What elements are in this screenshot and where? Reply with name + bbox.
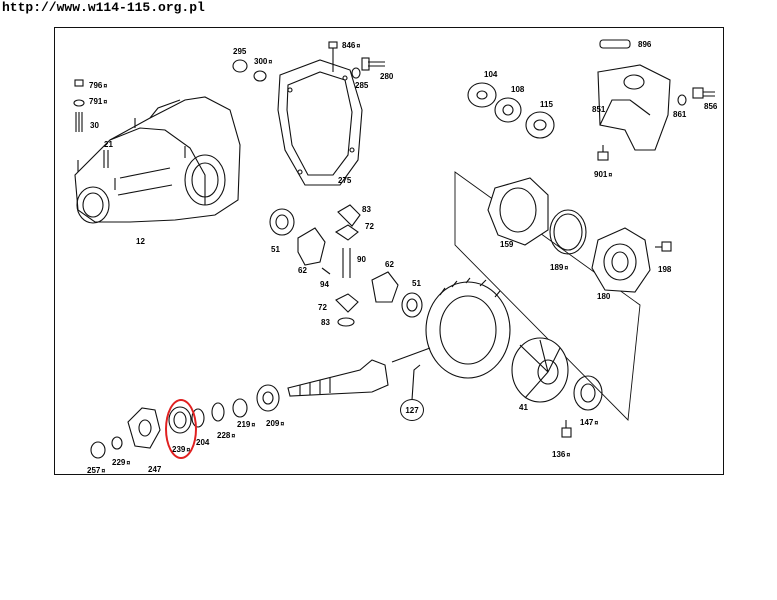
part-label-229: 229¤ xyxy=(112,458,131,467)
part-label-83-bottom: 83 xyxy=(321,318,330,327)
part-label-72-bottom: 72 xyxy=(318,303,327,312)
part-label-300: 300¤ xyxy=(254,57,273,66)
site-url: http://www.w114-115.org.pl xyxy=(2,0,205,15)
part-label-198: 198 xyxy=(658,265,672,274)
part-label-856: 856 xyxy=(704,102,718,111)
part-label-159: 159 xyxy=(500,240,514,249)
part-label-62-right: 62 xyxy=(385,260,394,269)
part-label-30: 30 xyxy=(90,121,99,130)
part-label-72-top: 72 xyxy=(365,222,374,231)
part-label-41: 41 xyxy=(519,403,528,412)
part-label-295: 295 xyxy=(233,47,247,56)
part-label-901: 901¤ xyxy=(594,170,613,179)
part-label-189: 189¤ xyxy=(550,263,569,272)
part-label-83-top: 83 xyxy=(362,205,371,214)
part-label-147: 147¤ xyxy=(580,418,599,427)
axle-housing-drawing xyxy=(74,96,241,224)
part-label-285: 285 xyxy=(355,81,369,90)
part-label-180: 180 xyxy=(597,292,611,301)
part-label-791: 791¤ xyxy=(89,97,108,106)
part-label-51-right: 51 xyxy=(412,279,421,288)
part-label-51-left: 51 xyxy=(271,245,280,254)
part-label-21: 21 xyxy=(104,140,113,149)
part-label-851: 851 xyxy=(592,105,606,114)
part-label-204: 204 xyxy=(196,438,210,447)
part-label-12: 12 xyxy=(136,237,145,246)
rear-cover-drawing xyxy=(277,59,363,186)
part-label-62-left: 62 xyxy=(298,266,307,275)
part-label-127: 127 xyxy=(405,406,419,415)
part-label-94: 94 xyxy=(320,280,329,289)
part-label-115: 115 xyxy=(540,100,553,109)
part-label-896: 896 xyxy=(638,40,652,49)
part-label-136: 136¤ xyxy=(552,450,571,459)
housing-fasteners-drawing xyxy=(73,79,136,168)
part-label-846: 846¤ xyxy=(342,41,361,50)
part-label-127-circle: 127 xyxy=(400,399,424,421)
part-label-108: 108 xyxy=(511,85,525,94)
part-label-104: 104 xyxy=(484,70,498,79)
part-label-90: 90 xyxy=(357,255,366,264)
part-label-257: 257¤ xyxy=(87,466,106,475)
part-label-861: 861 xyxy=(673,110,687,119)
part-label-796: 796¤ xyxy=(89,81,108,90)
part-label-228: 228¤ xyxy=(217,431,236,440)
part-label-247: 247 xyxy=(148,465,162,474)
part-label-275: 275 xyxy=(338,176,352,185)
part-label-209: 209¤ xyxy=(266,419,285,428)
part-label-219: 219¤ xyxy=(237,420,256,429)
highlight-circle xyxy=(165,399,197,459)
part-label-280: 280 xyxy=(380,72,394,81)
